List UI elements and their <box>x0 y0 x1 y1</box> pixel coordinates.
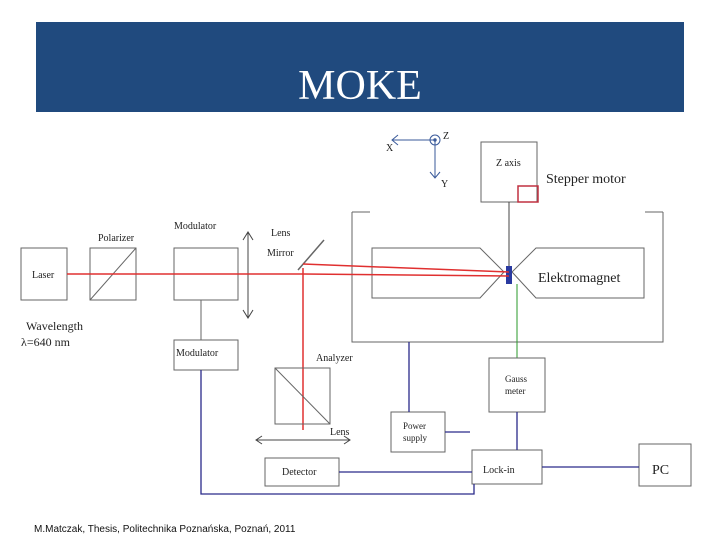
power-supply-box <box>390 411 446 453</box>
x-axis-label: X <box>386 143 394 154</box>
z-axis-label: Z axis <box>496 158 521 169</box>
analyzer-label: Analyzer <box>316 353 353 364</box>
laser-beam <box>67 263 510 430</box>
z-axis-box <box>480 141 538 203</box>
mirror-label: Mirror <box>267 248 294 259</box>
magnet-pole-left <box>371 247 505 299</box>
wavelength-value: λ=640 nm <box>21 335 71 349</box>
pc-box <box>638 443 692 487</box>
lens-bottom <box>255 435 351 445</box>
lens-bottom-label: Lens <box>330 427 350 438</box>
mirror <box>297 239 325 271</box>
stepper-motor-box <box>517 185 539 203</box>
analyzer-box <box>274 367 331 425</box>
supply-label: supply <box>403 433 428 443</box>
pc-label: PC <box>652 463 669 478</box>
modulator-bottom-box <box>173 339 239 371</box>
lens-top <box>242 231 254 319</box>
title-banner: MOKE <box>36 22 684 112</box>
z-axis-indicator-label: Z <box>443 131 449 142</box>
detector-label: Detector <box>282 467 317 478</box>
meter-label: meter <box>505 386 526 396</box>
signal-wiring <box>200 342 639 495</box>
axes-indicator <box>391 134 441 179</box>
modulator-bottom-label: Modulator <box>176 348 219 359</box>
laser-label: Laser <box>32 270 55 281</box>
modulator-top-label: Modulator <box>174 221 217 232</box>
sample <box>506 266 512 284</box>
polarizer-label: Polarizer <box>98 233 135 244</box>
lockin-label: Lock-in <box>483 465 515 476</box>
magnet-pole-right <box>511 247 645 299</box>
citation: M.Matczak, Thesis, Politechnika Poznańsk… <box>34 524 296 535</box>
gauss-meter-box <box>488 357 546 413</box>
stepper-motor-label: Stepper motor <box>546 172 626 187</box>
wavelength-label: Wavelength <box>26 319 83 333</box>
gauss-label: Gauss <box>505 374 527 384</box>
y-axis-label: Y <box>441 179 448 190</box>
magnet-frame <box>351 212 664 343</box>
lens-top-label: Lens <box>271 228 291 239</box>
elektromagnet-label: Elektromagnet <box>538 271 621 286</box>
slide-title: MOKE <box>298 63 422 109</box>
power-label: Power <box>403 421 426 431</box>
